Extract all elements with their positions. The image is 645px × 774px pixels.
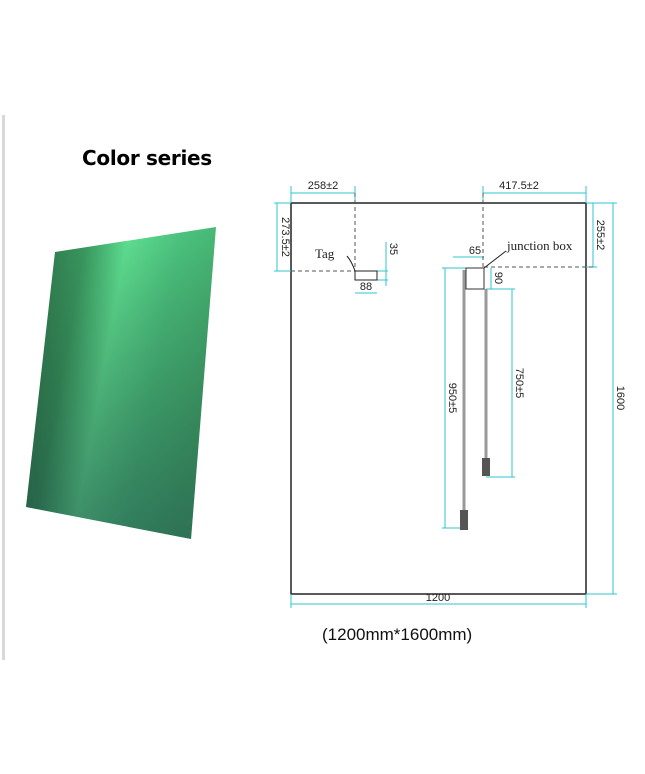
dim-width: 1200 (426, 592, 450, 604)
dimension-lines (274, 186, 617, 608)
dim-jb-w: 65 (469, 245, 481, 257)
junction-box (465, 267, 485, 290)
tag-box (354, 270, 378, 281)
junction-box-label: junction box (506, 238, 573, 253)
dim-cable-long: 950±5 (446, 383, 458, 414)
section-title: Color series (82, 146, 212, 170)
dim-jb-x: 417.5±2 (499, 180, 539, 192)
dim-tag-x: 258±2 (308, 180, 339, 192)
cables (460, 270, 490, 530)
size-caption: (1200mm*1600mm) (322, 625, 473, 644)
dim-jb-h: 90 (492, 272, 504, 284)
dim-jb-y: 255±2 (594, 220, 606, 251)
dim-height: 1600 (614, 386, 626, 410)
panel-outline (290, 202, 587, 595)
dim-tag-h: 35 (387, 243, 399, 255)
dim-cable-short: 750±5 (513, 368, 525, 399)
dim-tag-w: 88 (360, 281, 372, 293)
solar-panel-illustration (26, 227, 216, 539)
tag-label: Tag (315, 246, 335, 261)
dim-tag-y: 273.5±2 (279, 217, 291, 257)
page-edge (2, 115, 5, 660)
